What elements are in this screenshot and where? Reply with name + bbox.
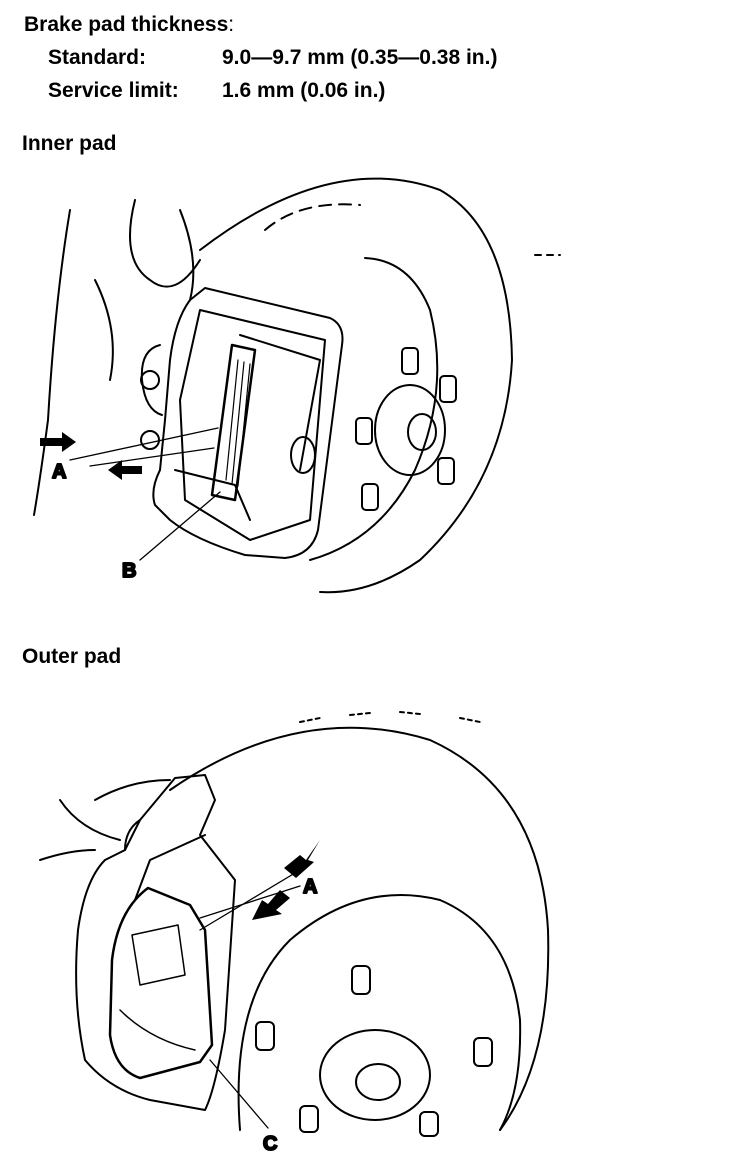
leader-lines [199, 869, 301, 1129]
caliper-body [140, 287, 344, 559]
spec-title-colon: : [228, 13, 235, 36]
spec-title-row: Brake pad thickness: [24, 8, 234, 41]
spec-block: Brake pad thickness: Standard: 9.0—9.7 m… [24, 8, 497, 107]
spec-row-service-limit: Service limit: 1.6 mm (0.06 in.) [24, 74, 385, 107]
callout-a-arrows [252, 840, 320, 920]
suspension-outline [39, 779, 171, 861]
outer-brake-pad [108, 886, 214, 1080]
callout-a-arrows [40, 432, 142, 480]
spec-value: 1.6 mm (0.06 in.) [222, 79, 386, 102]
spec-label: Standard: [48, 46, 147, 69]
wheel-stud [255, 965, 493, 1137]
callout-a-label: A [303, 876, 317, 898]
leader-lines [69, 427, 221, 561]
wheel-stud [355, 347, 457, 511]
rotor-disc [169, 711, 550, 1131]
spec-row-standard: Standard: 9.0—9.7 mm (0.35—0.38 in.) [24, 41, 497, 74]
callout-a-label: A [52, 461, 66, 483]
spec-label: Service limit: [48, 79, 179, 102]
outer-pad-heading: Outer pad [22, 645, 122, 668]
callout-c-label: C [263, 1133, 277, 1155]
outer-pad-illustration: A C [39, 711, 550, 1156]
rotor-disc [199, 177, 561, 594]
inner-pad-heading: Inner pad [22, 132, 117, 155]
suspension-outline [33, 199, 201, 516]
inner-brake-pad [210, 343, 257, 502]
callout-b-label: B [122, 560, 136, 582]
inner-pad-illustration: A B [33, 177, 561, 594]
spec-value: 9.0—9.7 mm (0.35—0.38 in.) [222, 46, 498, 69]
caliper-body [75, 774, 236, 1111]
spec-title: Brake pad thickness [24, 13, 229, 36]
